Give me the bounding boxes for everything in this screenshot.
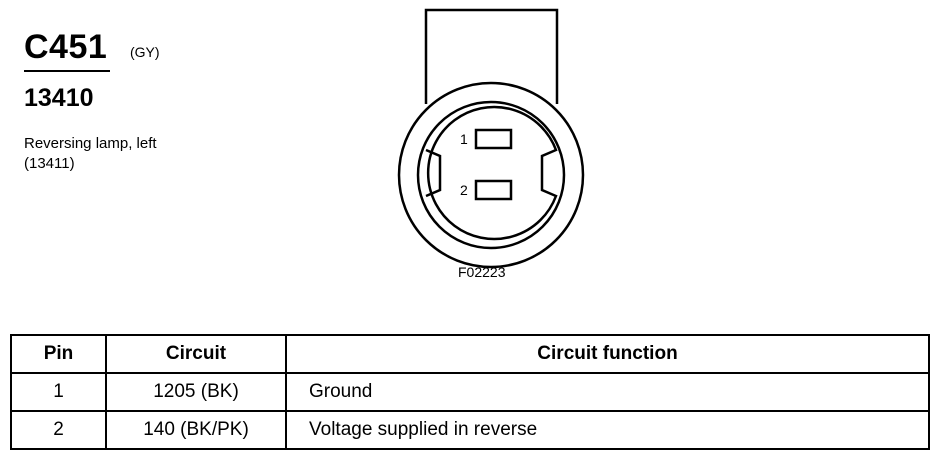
title-underline: [24, 70, 110, 72]
pin-table: Pin Circuit Circuit function 1 1205 (BK)…: [10, 334, 930, 450]
header-circuit-function: Circuit function: [285, 334, 930, 374]
figure-code: F02223: [458, 264, 506, 280]
cell-circuit-function: Ground: [285, 372, 930, 412]
header-pin: Pin: [10, 334, 107, 374]
cell-circuit: 140 (BK/PK): [105, 410, 287, 450]
pin-label-1: 1: [460, 131, 468, 147]
connector-housing-tab: [424, 8, 559, 104]
connector-description: Reversing lamp, left (13411): [24, 134, 157, 174]
pin-cavity-1: [474, 128, 513, 150]
table-row: 1 1205 (BK) Ground: [10, 372, 930, 412]
connector-face-keyed: [425, 105, 558, 241]
part-number: 13410: [24, 84, 94, 112]
description-line-2: (13411): [24, 155, 75, 172]
connector-color-code: (GY): [130, 44, 160, 60]
connector-inner-ring: [416, 100, 566, 250]
cell-circuit-function: Voltage supplied in reverse: [285, 410, 930, 450]
pin-label-2: 2: [460, 182, 468, 198]
cell-circuit: 1205 (BK): [105, 372, 287, 412]
description-line-1: Reversing lamp, left: [24, 135, 157, 152]
cell-pin: 1: [10, 372, 107, 412]
cell-pin: 2: [10, 410, 107, 450]
table-row: 2 140 (BK/PK) Voltage supplied in revers…: [10, 410, 930, 450]
connector-face-diagram: 1 2: [397, 8, 585, 269]
header-circuit: Circuit: [105, 334, 287, 374]
pin-cavity-2: [474, 179, 513, 201]
table-header-row: Pin Circuit Circuit function: [10, 334, 930, 374]
connector-id: C451: [24, 28, 108, 66]
